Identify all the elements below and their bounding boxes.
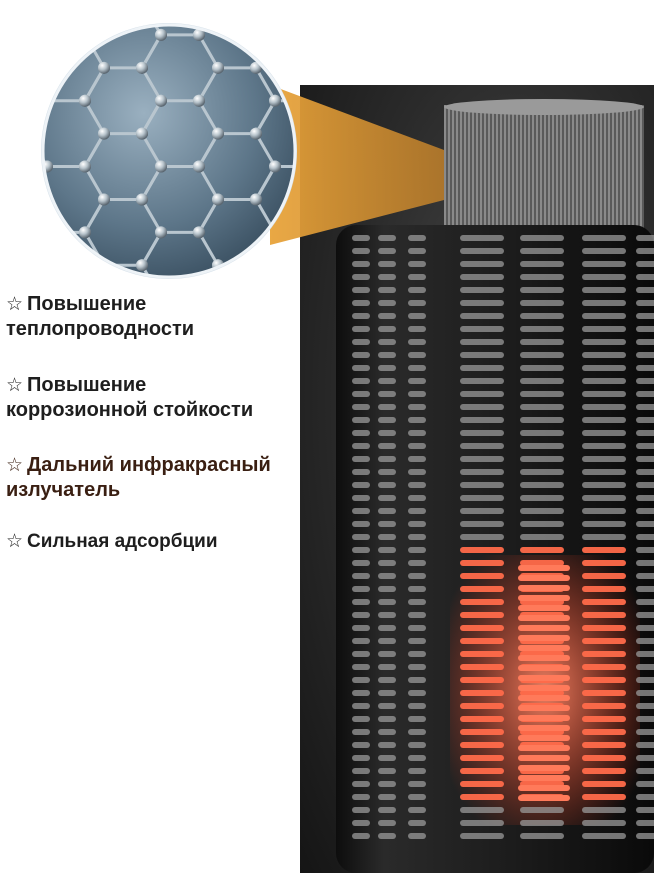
atom: [212, 127, 224, 140]
atom: [155, 94, 167, 107]
atom: [136, 61, 148, 74]
atom: [79, 226, 91, 239]
graphene-lattice-icon: [41, 23, 297, 279]
atom: [269, 94, 281, 107]
star-icon: ☆: [6, 375, 24, 396]
atom: [250, 259, 262, 272]
atom: [43, 28, 53, 41]
heater-tube-icon: [336, 99, 654, 873]
atom: [43, 28, 53, 41]
atom: [155, 226, 167, 239]
atom: [43, 226, 53, 239]
atom: [155, 160, 167, 173]
graphene-magnifier: [38, 22, 302, 282]
atom: [79, 28, 91, 41]
atom: [193, 28, 205, 41]
atom: [269, 160, 281, 173]
atom: [193, 226, 205, 239]
atom: [269, 28, 281, 41]
atom: [79, 160, 91, 173]
vent-slots: [352, 235, 654, 839]
atom: [79, 94, 91, 107]
atom: [79, 28, 91, 41]
feature-far-infrared: ☆Дальний инфракрасный излучатель: [6, 453, 306, 503]
star-icon: ☆: [6, 531, 24, 552]
feature-title: Повышение: [27, 293, 147, 315]
atom: [136, 259, 148, 272]
feature-subtitle: коррозионной стойкости: [6, 399, 254, 421]
feature-corrosion-resistance: ☆Повышение коррозионной стойкости: [6, 373, 306, 423]
feature-title: Дальний инфракрасный: [27, 454, 271, 476]
star-icon: ☆: [6, 294, 24, 315]
atom: [136, 193, 148, 206]
atom: [250, 193, 262, 206]
feature-thermal-conductivity: ☆Повышение теплопроводности: [6, 292, 306, 342]
atom: [250, 259, 262, 272]
atom: [155, 28, 167, 41]
heating-coil: [518, 565, 570, 801]
feature-subtitle: теплопроводности: [6, 318, 195, 340]
atom: [193, 94, 205, 107]
atom: [98, 127, 110, 140]
atom: [212, 61, 224, 74]
feature-title: Сильная адсорбции: [27, 531, 218, 552]
mesh-cap: [444, 105, 644, 245]
atom: [98, 193, 110, 206]
feature-adsorption: ☆Сильная адсорбции: [6, 529, 306, 554]
atom: [98, 61, 110, 74]
star-icon: ☆: [6, 455, 24, 476]
atom: [136, 127, 148, 140]
feature-subtitle: излучатель: [6, 479, 121, 501]
atom: [193, 160, 205, 173]
callout-beam: [270, 85, 444, 245]
atom: [269, 28, 281, 41]
feature-title: Повышение: [27, 374, 147, 396]
atom: [43, 226, 53, 239]
atom: [212, 193, 224, 206]
atom: [250, 127, 262, 140]
